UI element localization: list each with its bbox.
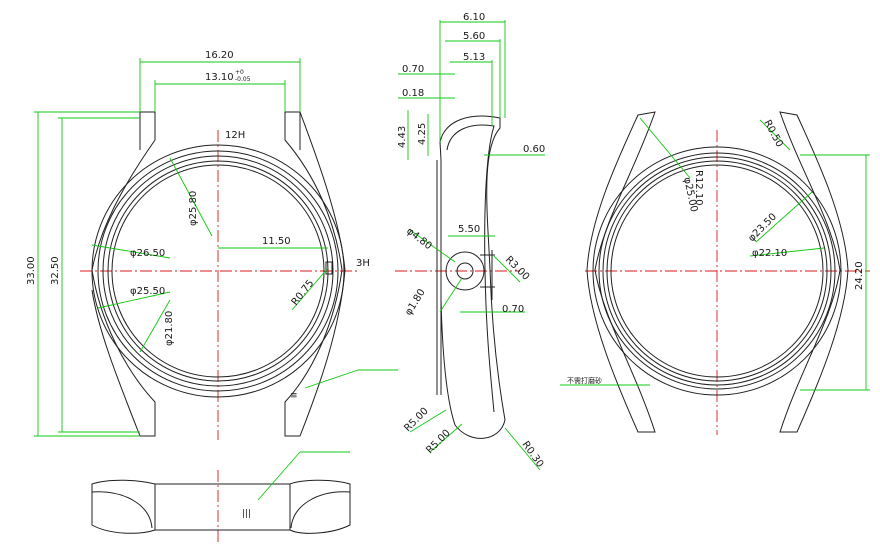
- dim-25-80: φ25.80: [188, 191, 199, 226]
- dim-33-00: 33.00: [26, 256, 37, 285]
- dim-25-80-leader: [169, 157, 213, 237]
- dim-21-80-leader: [139, 299, 171, 353]
- dim-r3-00-leader: [493, 255, 521, 283]
- dim-dia-4-80: φ4.80: [404, 226, 434, 252]
- side-view: 6.10 5.60 5.13 0.70 0.18 4.43 4.25 0.60 …: [395, 12, 546, 471]
- dim-4-80-leader: [409, 229, 456, 263]
- dim-32-50: 32.50: [50, 256, 61, 285]
- dim-r0-30-leader: [504, 427, 541, 471]
- dim-r0-75: R0.75: [290, 278, 317, 308]
- front-ring-3: [102, 155, 334, 387]
- bottom-case-outline: [91, 479, 351, 534]
- side-crown-inner: [456, 262, 474, 280]
- note-bottom-right: 不需打磨砂: [567, 376, 602, 385]
- dim-dia-22-10: φ22.10: [752, 248, 787, 259]
- dim-r12-10-leader: [639, 117, 691, 179]
- dim-5-60: 5.60: [463, 31, 485, 42]
- front-case-left-profile: [91, 111, 156, 437]
- dim-r5-00-b-leader: [429, 423, 463, 453]
- dim-26-50-leader: [91, 244, 171, 259]
- finish-leader-front: [304, 369, 359, 389]
- dim-r0-75-leader: [291, 267, 329, 311]
- dim-21-80: φ21.80: [164, 311, 175, 346]
- dim-1-80-leader: [439, 277, 463, 313]
- front-ring-inner: [111, 164, 325, 378]
- back-ring-4: [606, 160, 828, 382]
- dim-0-70-mid: 0.70: [502, 304, 524, 315]
- back-ring-inner: [610, 164, 824, 378]
- dim-r5-00-a: R5.00: [402, 406, 430, 434]
- dim-4-25: 4.25: [417, 123, 428, 145]
- dim-0-60: 0.60: [523, 144, 545, 155]
- dim-5-50: 5.50: [458, 224, 480, 235]
- bottom-lug-left: [91, 491, 153, 529]
- back-view: R0.50 R12.10 φ25.00 φ23.50 φ22.10 24.20 …: [560, 111, 870, 435]
- dim-0-70-top: 0.70: [402, 64, 424, 75]
- dim-r0-50: R0.50: [761, 118, 784, 149]
- dim-22-10-leader: [749, 247, 825, 257]
- dim-25-50-leader: [97, 291, 171, 309]
- finish-leader-bottom: [257, 451, 301, 501]
- dim-26-50: φ26.50: [130, 248, 165, 259]
- back-case-right-profile: [779, 111, 849, 433]
- dim-r12-10: R12.10: [693, 170, 704, 206]
- back-case-left-profile: [586, 111, 656, 433]
- label-12h: 12H: [225, 130, 245, 141]
- dim-dia-1-80: φ1.80: [403, 287, 428, 317]
- dim-0-18: 0.18: [402, 88, 424, 99]
- dim-tol-plus: +0: [235, 69, 244, 76]
- dim-r0-30: R0.30: [520, 439, 546, 469]
- dim-tol-minus: -0.05: [235, 76, 251, 83]
- dim-4-43: 4.43: [397, 126, 408, 148]
- side-crown-outer: [445, 251, 485, 291]
- side-case-profile: [439, 115, 506, 439]
- dim-dia-23-50: φ23.50: [746, 211, 779, 244]
- dim-23-50-leader: [755, 191, 813, 243]
- front-case-right-profile: [284, 111, 346, 437]
- dim-r5-00-b: R5.00: [424, 428, 452, 456]
- finish-symbol-front: ≡: [290, 391, 298, 401]
- dim-r5-00-a-leader: [409, 409, 447, 433]
- dim-16-20: 16.20: [205, 50, 234, 61]
- label-3h: 3H: [356, 258, 370, 269]
- side-case-inner: [446, 124, 495, 413]
- back-ring-outer: [592, 146, 842, 396]
- dim-25-50: φ25.50: [130, 286, 165, 297]
- dim-13-10: 13.10: [205, 72, 234, 83]
- bottom-lug-right: [290, 491, 351, 529]
- dim-r0-50-leader: [759, 119, 791, 151]
- bottom-view: |||: [91, 451, 351, 545]
- dim-24-20: 24.20: [854, 261, 865, 290]
- front-ring-2: [97, 150, 339, 392]
- dim-11-50: 11.50: [262, 236, 291, 247]
- front-view: 16.20 13.10 +0 -0.05 33.00 32.50 φ25.80 …: [26, 50, 398, 440]
- front-ring-outer: [91, 144, 345, 398]
- front-ring-4: [107, 160, 329, 382]
- finish-symbol-bottom: |||: [242, 509, 251, 519]
- back-ring-3: [602, 156, 832, 386]
- front-crown-notch: [325, 261, 333, 275]
- dim-5-13: 5.13: [463, 52, 485, 63]
- dim-6-10: 6.10: [463, 12, 485, 23]
- back-ring-2: [598, 152, 836, 390]
